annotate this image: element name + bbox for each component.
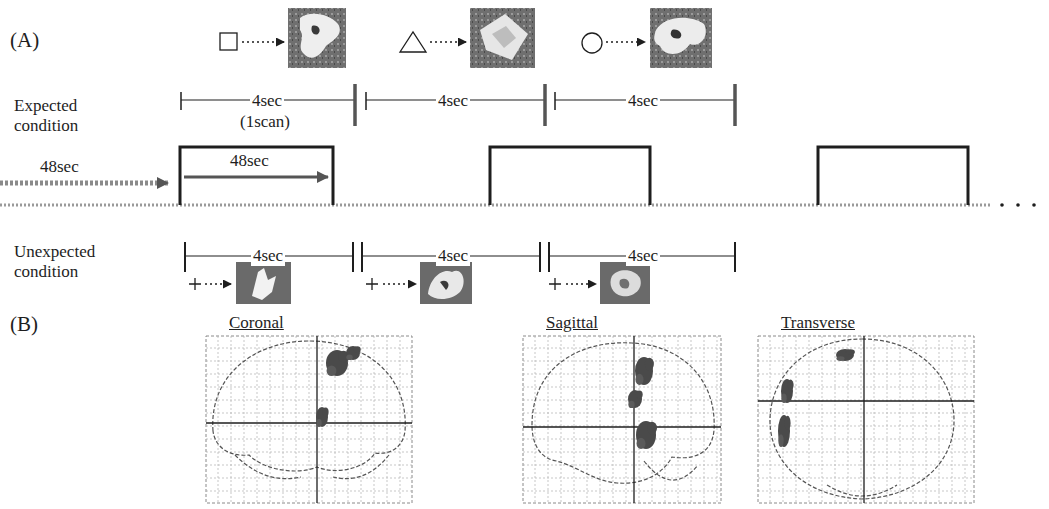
glass-brain <box>522 335 722 504</box>
glass-brain <box>205 335 413 504</box>
duration-label: 48sec <box>228 151 271 171</box>
duration-label: 4sec <box>626 91 660 111</box>
glass-brain <box>757 335 975 504</box>
duration-label: 4sec <box>626 246 660 266</box>
brain-view-panel: Coronal <box>205 314 413 504</box>
unexpected-stimuli <box>189 262 650 304</box>
duration-label: 4sec <box>436 246 470 266</box>
duration-label: 48sec <box>38 157 81 177</box>
view-heading: Sagittal <box>544 314 600 333</box>
panel-letter: (A) <box>8 28 41 52</box>
condition-label: Unexpected condition <box>12 242 128 281</box>
view-heading: Coronal <box>227 314 286 333</box>
duration-label: 4sec <box>250 91 284 111</box>
scan-note: (1scan) <box>238 112 292 132</box>
block-timecourse <box>0 147 1036 207</box>
duration-label: 4sec <box>436 91 470 111</box>
condition-label: Expected condition <box>12 96 116 135</box>
expected-stimuli <box>220 8 712 68</box>
brain-view-panel: Sagittal <box>522 314 722 504</box>
view-heading: Transverse <box>779 314 857 333</box>
panel-letter: (B) <box>8 312 40 336</box>
brain-view-panel: Transverse <box>757 314 975 504</box>
duration-label: 4sec <box>251 246 285 266</box>
